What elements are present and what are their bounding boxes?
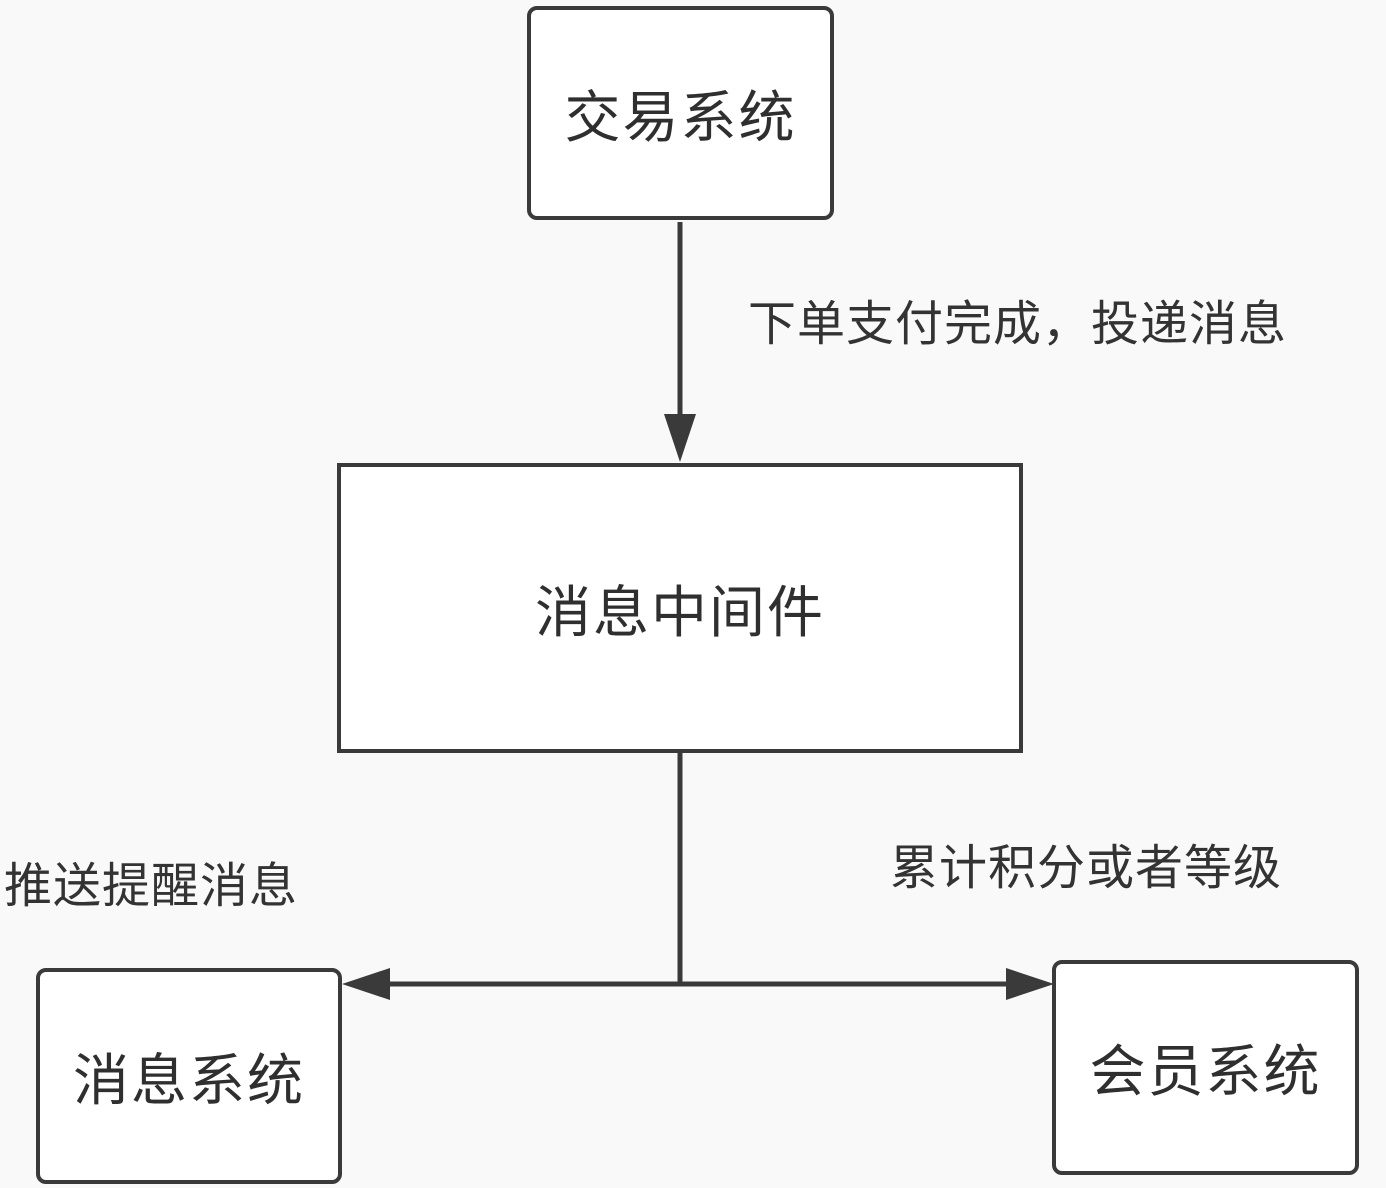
edge-label-accumulate-points: 累计积分或者等级 (890, 840, 1283, 896)
node-message-system: 消息系统 (36, 968, 342, 1184)
node-message-middleware-label: 消息中间件 (535, 580, 825, 646)
edge-label-order-paid: 下单支付完成，投递消息 (748, 296, 1288, 352)
node-message-middleware: 消息中间件 (337, 463, 1023, 753)
node-trade-system-label: 交易系统 (564, 85, 797, 151)
node-member-system-label: 会员系统 (1089, 1040, 1322, 1105)
node-message-system-label: 消息系统 (73, 1048, 305, 1114)
node-trade-system: 交易系统 (527, 6, 834, 220)
arrowhead-left (342, 968, 390, 1000)
arrowhead-right (1006, 968, 1054, 1000)
arrowhead-down (664, 414, 696, 462)
node-member-system: 会员系统 (1052, 960, 1359, 1175)
edge-label-push-reminder: 推送提醒消息 (4, 858, 299, 914)
